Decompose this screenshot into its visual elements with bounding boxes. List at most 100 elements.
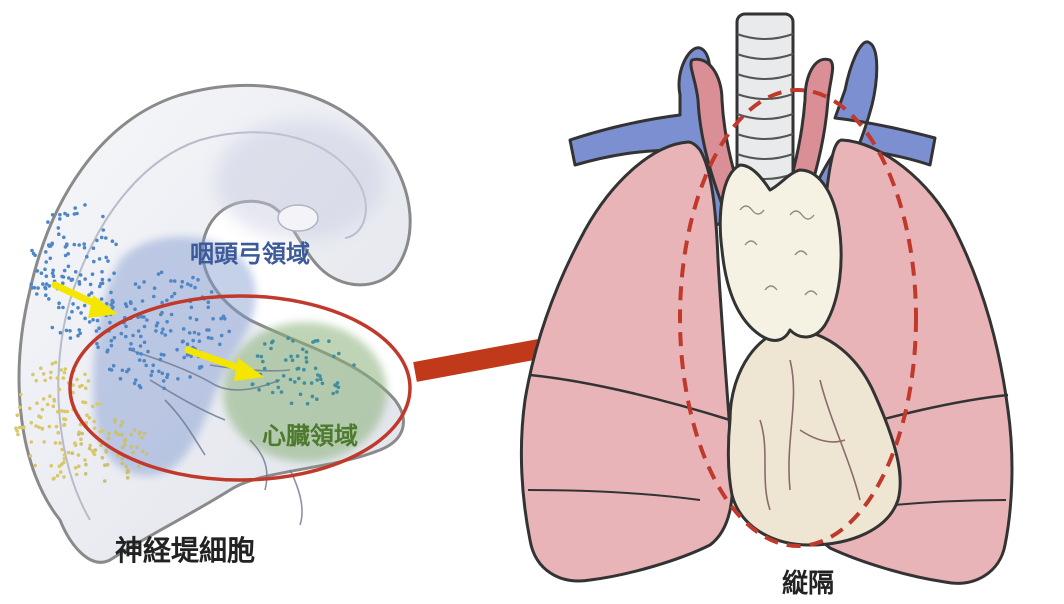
heart-field-ellipse [68, 294, 412, 482]
cell-dot [198, 365, 202, 370]
cell-dot [125, 369, 129, 374]
cell-dot [270, 340, 274, 345]
cell-dot [315, 378, 320, 382]
cell-dot [98, 402, 103, 406]
cell-dot [118, 376, 123, 381]
cell-dot [52, 399, 57, 403]
cell-dot [90, 272, 95, 277]
cell-dot [304, 356, 309, 360]
cell-dot [172, 291, 177, 296]
cell-dot [71, 302, 75, 306]
cell-dot [68, 336, 73, 340]
cell-dot [44, 282, 49, 286]
left-lung [519, 140, 735, 583]
heart-region-label: 心臓領域 [262, 422, 358, 450]
cell-dot [92, 452, 97, 457]
cell-dot [87, 320, 92, 324]
cell-dot [47, 284, 52, 288]
cell-dot [56, 409, 60, 414]
cell-dot [59, 368, 63, 372]
cell-dot [95, 402, 99, 406]
cell-dot [160, 310, 164, 315]
cell-dot [83, 203, 87, 207]
cell-dot [97, 326, 101, 331]
cell-dot [138, 385, 143, 390]
cell-dot [85, 413, 89, 418]
cell-dot [336, 385, 341, 390]
cell-dot [77, 328, 81, 332]
cell-dot [73, 466, 78, 470]
cell-dot [57, 387, 62, 392]
cell-dot [104, 255, 108, 260]
cell-dot [320, 381, 325, 386]
cell-dot [62, 235, 66, 240]
cell-dot [19, 392, 23, 397]
cell-dot [86, 379, 91, 383]
pharyngeal-arch-label: 咽頭弓領域 [190, 240, 310, 268]
cell-dot [48, 376, 53, 380]
cell-dot [35, 401, 39, 406]
cell-dot [156, 272, 161, 276]
cell-dot [62, 460, 66, 465]
cell-dot [335, 390, 339, 394]
cell-dot [103, 463, 107, 468]
cell-dot [95, 318, 100, 323]
cell-dot [61, 305, 65, 310]
cell-dot [120, 368, 125, 373]
cell-dot [57, 464, 62, 469]
cell-dot [116, 432, 121, 437]
cell-dot [73, 270, 78, 274]
cell-dot [119, 423, 123, 428]
cell-dot [219, 316, 223, 321]
cell-dot [95, 341, 99, 346]
cell-dot [189, 283, 193, 288]
cell-dot [150, 369, 154, 374]
cell-dot [124, 334, 128, 339]
cell-dot [168, 329, 173, 333]
cell-dot [65, 213, 70, 217]
cell-dot [71, 390, 75, 395]
cell-dot [261, 359, 265, 364]
cell-dot [205, 328, 209, 332]
cell-dot [47, 297, 51, 301]
cell-dot [63, 245, 68, 249]
cell-dot [83, 458, 87, 462]
cell-dot [120, 456, 125, 461]
cell-dot [65, 409, 70, 414]
cell-dot [137, 285, 141, 290]
cell-dot [28, 454, 33, 458]
embryo-eye [277, 204, 319, 232]
cell-dot [41, 397, 46, 401]
cell-dot [133, 282, 138, 286]
cell-dot [37, 425, 41, 430]
cell-dot [131, 347, 136, 352]
cell-dot [28, 406, 32, 411]
cell-dot [133, 307, 137, 312]
cell-dot [131, 333, 135, 338]
cell-dot [49, 464, 53, 468]
left-lung-fissure [529, 373, 731, 422]
cell-dot [63, 253, 68, 258]
cell-dot [62, 409, 67, 414]
cell-dot [44, 293, 48, 298]
thymus [718, 163, 843, 342]
cell-dot [101, 214, 105, 219]
cell-dot [66, 450, 71, 455]
cell-dot [259, 354, 264, 359]
cell-dot [206, 300, 211, 305]
cell-dot [87, 293, 91, 297]
cell-dot [289, 401, 294, 406]
cell-dot [55, 473, 60, 478]
cell-dot [51, 274, 56, 279]
cell-dot [77, 243, 81, 247]
cell-dot [327, 339, 331, 344]
cell-dot [97, 257, 102, 261]
cell-dot [138, 344, 143, 348]
cell-dot [104, 302, 109, 306]
cell-dot [250, 382, 255, 387]
yellow-arrow-2 [184, 346, 264, 381]
cell-dot [76, 453, 81, 457]
cell-dot [136, 329, 141, 333]
cell-dot [276, 385, 281, 390]
